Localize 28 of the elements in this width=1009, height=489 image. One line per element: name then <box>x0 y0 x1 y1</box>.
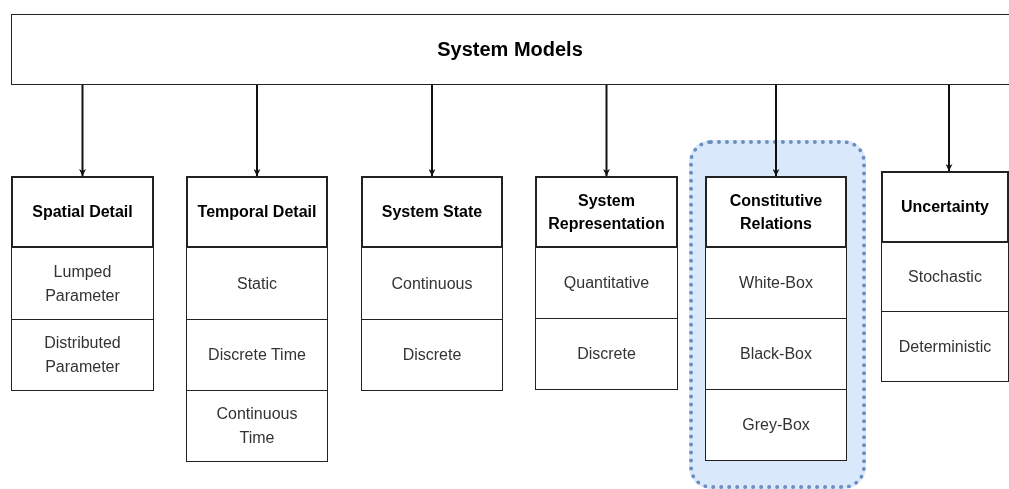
option-box: Discrete Time <box>186 319 328 391</box>
option-box: Static <box>186 247 328 320</box>
arrow <box>428 84 436 177</box>
category-header-box: Temporal Detail <box>186 176 328 248</box>
option-box: Grey-Box <box>705 389 847 461</box>
arrow <box>772 84 780 177</box>
category-header-box: Uncertainty <box>881 171 1009 243</box>
category-header-box: System State <box>361 176 503 248</box>
option-box: White-Box <box>705 247 847 319</box>
option-box: Lumped Parameter <box>11 247 154 320</box>
highlight-group-box <box>689 140 866 489</box>
arrow <box>79 84 86 177</box>
option-box: Deterministic <box>881 311 1009 382</box>
category-header-box: System Representation <box>535 176 678 248</box>
title-box: System Models <box>11 14 1009 85</box>
category-header-box: Spatial Detail <box>11 176 154 248</box>
option-box: Discrete <box>535 318 678 390</box>
option-box: Distributed Parameter <box>11 319 154 391</box>
arrow <box>945 84 953 172</box>
option-box: Quantitative <box>535 247 678 319</box>
option-box: Continuous <box>361 247 503 320</box>
option-box: Stochastic <box>881 242 1009 312</box>
option-box: Discrete <box>361 319 503 391</box>
option-box: Continuous Time <box>186 390 328 462</box>
arrow <box>603 84 610 177</box>
option-box: Black-Box <box>705 318 847 390</box>
arrow <box>253 84 261 177</box>
category-header-box: Constitutive Relations <box>705 176 847 248</box>
